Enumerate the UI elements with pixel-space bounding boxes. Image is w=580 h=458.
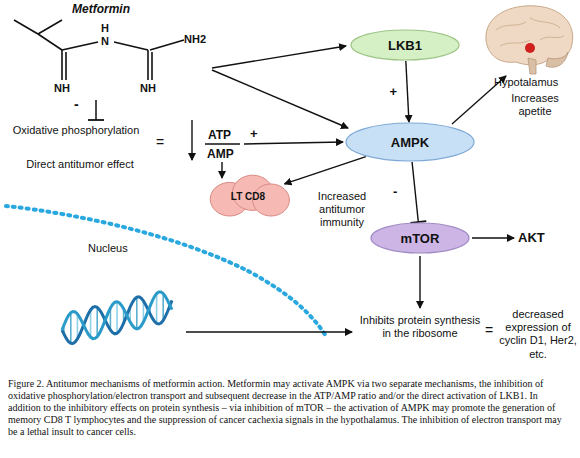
node-text: LKB1 [388, 38, 422, 53]
base-pair [90, 310, 92, 337]
sign-label: - [392, 184, 398, 199]
base-pair [116, 302, 118, 334]
connector [285, 157, 366, 184]
molecule-name: Metformin [72, 2, 130, 16]
arrow [212, 46, 346, 68]
sign-label: = [156, 134, 164, 151]
ratio-label: AMP [207, 147, 234, 161]
effect-label: decreased expression of cyclin D1, Her2,… [498, 308, 578, 361]
molecule [14, 20, 184, 80]
base-pair [156, 294, 158, 324]
node-text: mTOR [401, 231, 440, 246]
base-pair [96, 307, 98, 336]
region-label: Hypotalamus [494, 76, 558, 89]
atom-label: N [101, 35, 109, 48]
brain [486, 6, 573, 74]
sign-label: + [389, 84, 399, 99]
ratio-label: ATP [208, 128, 231, 142]
sign-label: - [74, 96, 79, 113]
strand [62, 292, 172, 339]
atom-label: H [101, 22, 109, 35]
base-pair [70, 313, 72, 344]
arrow [419, 256, 420, 308]
mtor-ellipse: mTOR [370, 222, 470, 254]
process-label: Inhibits protein synthesis in the riboso… [356, 314, 484, 340]
arrow [221, 162, 222, 178]
effect-label: Increases apetite [500, 92, 570, 118]
arrow [244, 142, 343, 144]
ampk-ellipse: AMPK [345, 122, 475, 162]
node-text: AMPK [391, 135, 429, 150]
inhibit-bar [88, 119, 104, 121]
arrow [186, 331, 352, 332]
figure-caption: Figure 2. Antitumor mechanisms of metfor… [8, 378, 572, 438]
molecule-label: AKT [518, 230, 545, 246]
sign-label: = [485, 322, 493, 339]
cell-cluster: LT CD8 [202, 176, 294, 216]
fraction-line [205, 143, 240, 144]
arrow [472, 237, 514, 238]
node-text: LT CD8 [231, 191, 265, 202]
effect-label: Direct antitumor effect [20, 158, 140, 171]
dna-helix [62, 292, 172, 344]
process-label: Oxidative phosphorylation [6, 124, 146, 137]
atom-label: NH [140, 82, 156, 95]
effect-label: Increased antitumor immunity [298, 190, 386, 230]
strand [62, 297, 172, 344]
lkb1-ellipse: LKB1 [350, 29, 460, 61]
down-arrow [191, 120, 192, 160]
atom-label: NH [54, 82, 70, 95]
inhibit-line [95, 100, 97, 120]
connector [406, 61, 409, 122]
region-label: Nucleus [88, 242, 128, 255]
sign-label: + [250, 126, 258, 142]
connector [410, 162, 426, 223]
atom-label: NH2 [184, 33, 206, 46]
arrow [212, 70, 348, 128]
base-pair [136, 297, 138, 329]
